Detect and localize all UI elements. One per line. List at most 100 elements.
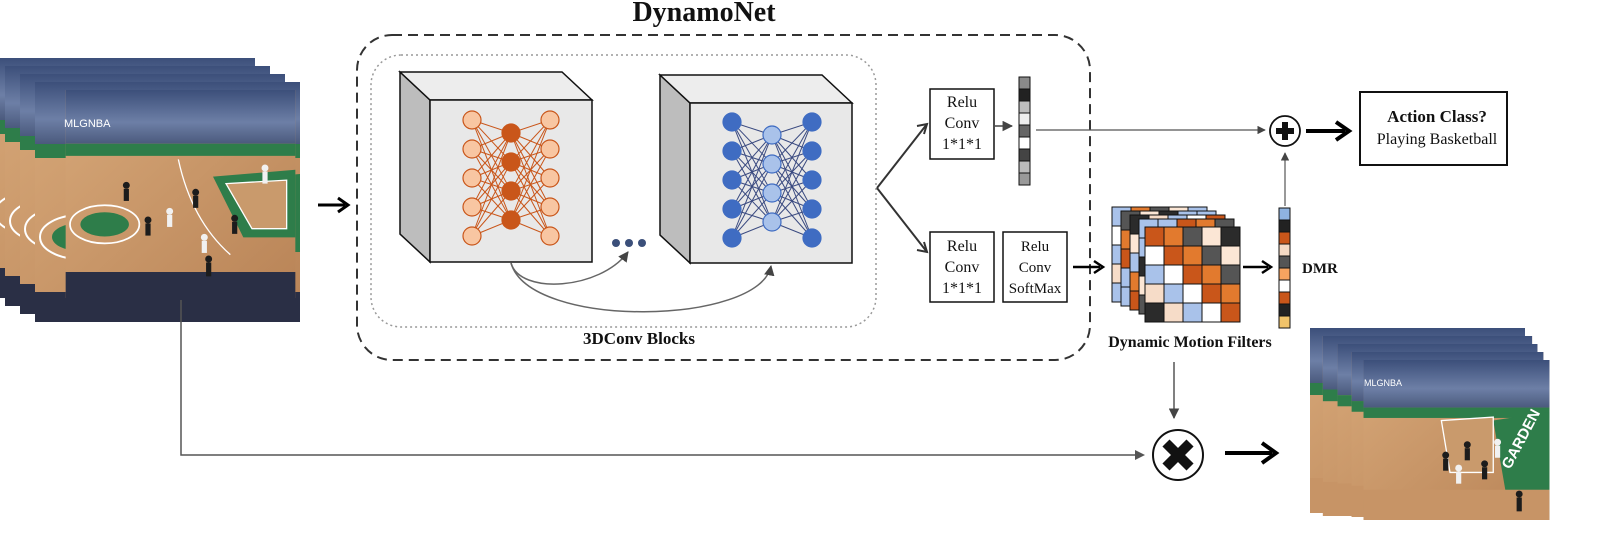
filter-cell [1220, 245, 1241, 266]
vector-cell [1018, 136, 1031, 150]
filter-cell [1220, 302, 1241, 323]
filter-cell [1220, 226, 1241, 247]
skip-connection-long [510, 262, 775, 313]
lower-box-line2: Conv [945, 259, 980, 276]
filter-cell [1182, 283, 1203, 304]
filter-cell [1144, 226, 1165, 247]
dynamic-motion-filters [1111, 206, 1241, 323]
net-node [722, 141, 742, 161]
net-edge [731, 134, 773, 181]
to-action-class-arrow [1306, 120, 1353, 142]
neural-net-blue [722, 112, 822, 248]
to-output-frames-arrow [1225, 441, 1280, 465]
filter-cell [1163, 283, 1184, 304]
neural-net-orange [462, 110, 560, 246]
net-node [540, 139, 560, 159]
filter-cell [1182, 226, 1203, 247]
net-edge [510, 190, 551, 237]
filter-cell [1220, 264, 1241, 285]
net-node [501, 152, 521, 172]
filter-cell [1163, 245, 1184, 266]
vector-cell [1278, 303, 1291, 317]
filters-label: Dynamic Motion Filters [1108, 334, 1272, 351]
branch-split [876, 122, 929, 254]
net-edge [471, 161, 512, 237]
filter-cell [1144, 302, 1165, 323]
lower-relu-conv-box: Relu Conv 1*1*1 [929, 231, 995, 303]
net-node [501, 210, 521, 230]
net-edge [471, 132, 512, 179]
net-node [802, 112, 822, 132]
net-node [762, 212, 782, 232]
net-node [462, 110, 482, 130]
vector-cell [1278, 291, 1291, 305]
net-node [802, 199, 822, 219]
action-class-heading: Action Class? [1387, 107, 1487, 126]
net-node [802, 170, 822, 190]
upper-box-line3: 1*1*1 [942, 136, 982, 153]
vector-cell [1018, 124, 1031, 138]
softmax-box-line2: Conv [1019, 260, 1052, 276]
vector-cell [1278, 279, 1291, 293]
filters-to-dmr-arrow [1243, 259, 1274, 275]
net-edge [731, 134, 773, 239]
ellipsis-icon [612, 239, 646, 247]
diagram-title: DynamoNet [632, 0, 776, 28]
net-edge [731, 163, 773, 239]
output-frame-stack: MLGNBA GARDEN [1310, 328, 1551, 520]
filter-cell [1163, 302, 1184, 323]
net-node [540, 197, 560, 217]
upper-box-line2: Conv [945, 115, 980, 132]
net-edge [731, 134, 773, 210]
net-node [501, 181, 521, 201]
frame-watermark: MLGNBA [64, 118, 111, 130]
action-class-value: Playing Basketball [1377, 131, 1498, 148]
net-edge [471, 132, 512, 237]
net-edge [471, 190, 512, 237]
net-node [722, 112, 742, 132]
dmr-vector [1278, 207, 1291, 329]
filter-cell [1182, 264, 1203, 285]
conv-block-blue [658, 73, 854, 265]
filter-cell [1201, 226, 1222, 247]
net-node [540, 168, 560, 188]
net-node [762, 125, 782, 145]
filter-cell [1182, 302, 1203, 323]
net-edge [510, 132, 551, 179]
residual-path [180, 300, 1145, 460]
filter-cell [1220, 283, 1241, 304]
net-node [462, 168, 482, 188]
net-edge [771, 134, 813, 210]
net-node [722, 199, 742, 219]
dynamonet-container [356, 34, 1091, 361]
net-edge [510, 132, 551, 237]
net-node [802, 228, 822, 248]
net-node [501, 123, 521, 143]
plus-circle-icon [1269, 115, 1301, 147]
vector-cell [1018, 76, 1031, 90]
vector-cell [1278, 219, 1291, 233]
net-node [540, 110, 560, 130]
net-edge [771, 134, 813, 181]
vector-cell [1018, 172, 1031, 186]
output-frame-watermark: MLGNBA [1364, 378, 1402, 388]
net-node [802, 141, 822, 161]
softmax-box: Relu Conv SoftMax [1002, 231, 1068, 303]
lower-box-line3: 1*1*1 [942, 280, 982, 297]
filter-cell [1144, 283, 1165, 304]
net-node [462, 226, 482, 246]
net-edge [731, 192, 773, 239]
softmax-to-filters-arrow [1073, 259, 1106, 275]
lower-box-line1: Relu [947, 238, 977, 255]
net-node [722, 170, 742, 190]
net-node [762, 154, 782, 174]
vector-cell [1018, 88, 1031, 102]
action-class-box: Action Class? Playing Basketball [1359, 91, 1508, 166]
softmax-box-line3: SoftMax [1009, 281, 1062, 297]
filter-cell [1163, 226, 1184, 247]
conv-block-orange [398, 70, 594, 264]
filter-cell [1182, 245, 1203, 266]
vector-cell [1018, 160, 1031, 174]
feature-vector [1018, 76, 1031, 186]
